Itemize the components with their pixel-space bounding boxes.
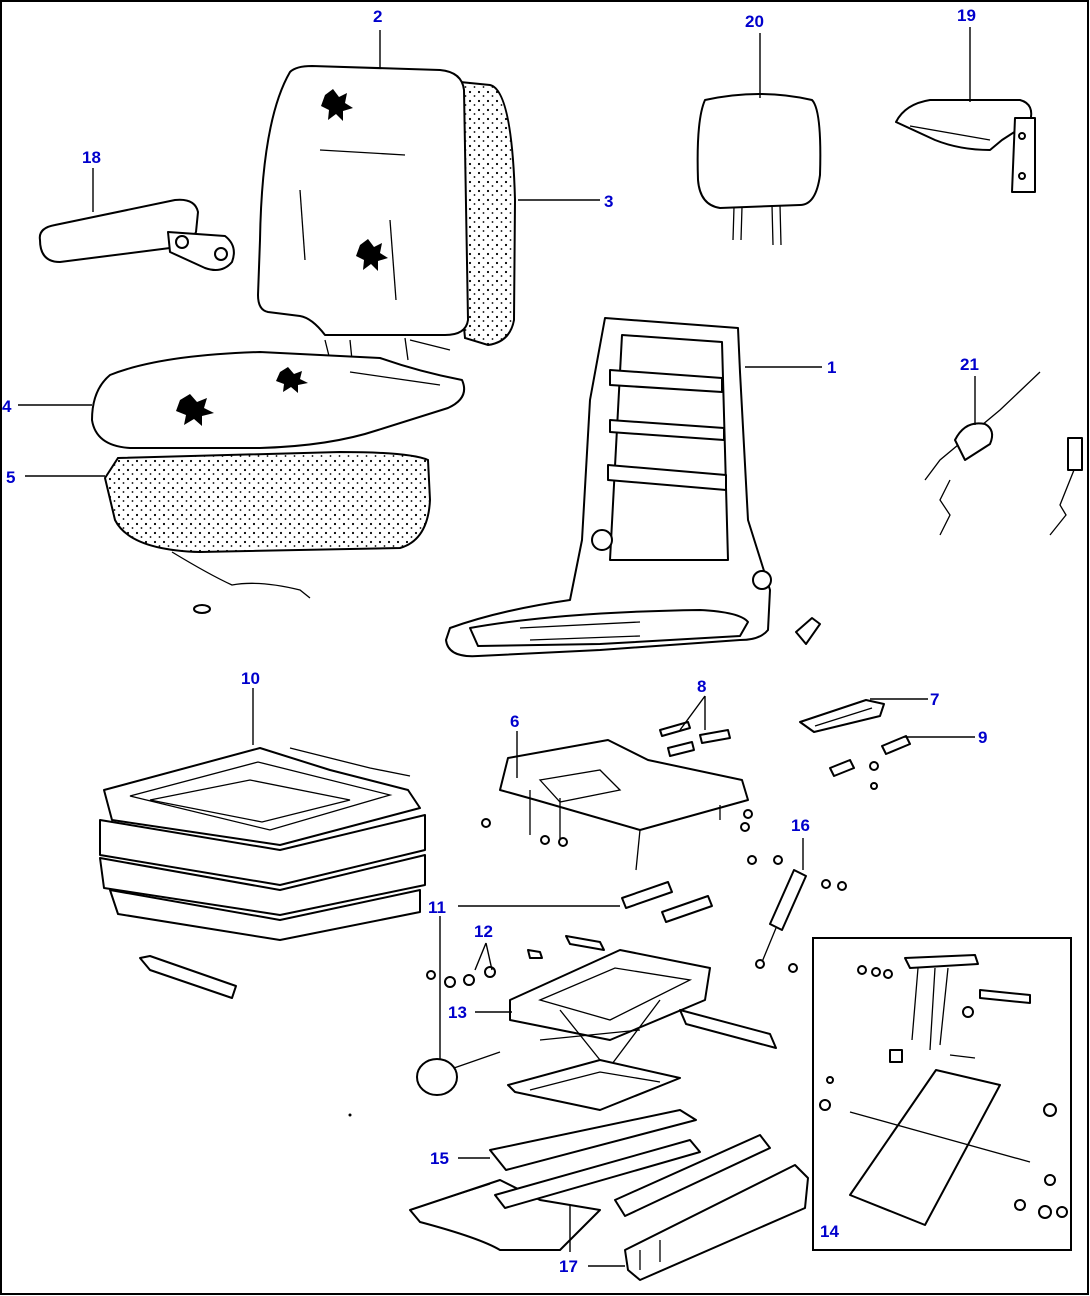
- part-15-17-base-rails: [409, 1109, 809, 1281]
- label-21: 21: [960, 355, 979, 374]
- part-14-detail-box: [812, 937, 1072, 1251]
- part-2-backrest-cushion: [257, 65, 469, 361]
- part-8-springs: [659, 721, 731, 757]
- label-11: 11: [428, 898, 446, 917]
- label-1: 1: [827, 358, 836, 377]
- label-9: 9: [978, 728, 987, 747]
- label-20: 20: [745, 12, 764, 31]
- part-6-slide-mechanism: [481, 739, 750, 871]
- part-11-springs-knob: [416, 881, 713, 1096]
- label-6: 6: [510, 712, 519, 731]
- label-19: 19: [957, 6, 976, 25]
- part-5-seat-foam: [103, 450, 432, 614]
- part-7-plate: [799, 699, 885, 733]
- part-10-bellows-cover: [99, 747, 426, 999]
- label-5: 5: [6, 468, 15, 487]
- label-12: 12: [474, 922, 493, 941]
- part-16-gas-spring: [743, 809, 847, 973]
- speck: [348, 1113, 352, 1117]
- part-1-seat-frame: [445, 317, 821, 658]
- part-12-nuts: [426, 949, 543, 988]
- label-16: 16: [791, 816, 810, 835]
- label-3: 3: [604, 192, 613, 211]
- label-10: 10: [241, 669, 260, 688]
- label-18: 18: [82, 148, 101, 167]
- label-7: 7: [930, 690, 939, 709]
- part-19-arm-bracket: [895, 99, 1036, 193]
- part-20-headrest: [696, 93, 822, 246]
- leader-lines: [18, 27, 976, 1267]
- part-21-cable-lever: [924, 371, 1083, 536]
- label-15: 15: [430, 1149, 449, 1168]
- label-17: 17: [559, 1257, 578, 1276]
- label-2: 2: [373, 7, 382, 26]
- part-4-seat-cushion: [91, 351, 466, 449]
- label-13: 13: [448, 1003, 467, 1022]
- part-9-bolts: [829, 735, 911, 790]
- label-8: 8: [697, 677, 706, 696]
- label-4: 4: [2, 397, 12, 416]
- part-18-armrest: [38, 198, 235, 271]
- part-13-scissor-suspension: [507, 949, 777, 1111]
- label-14: 14: [820, 1222, 839, 1241]
